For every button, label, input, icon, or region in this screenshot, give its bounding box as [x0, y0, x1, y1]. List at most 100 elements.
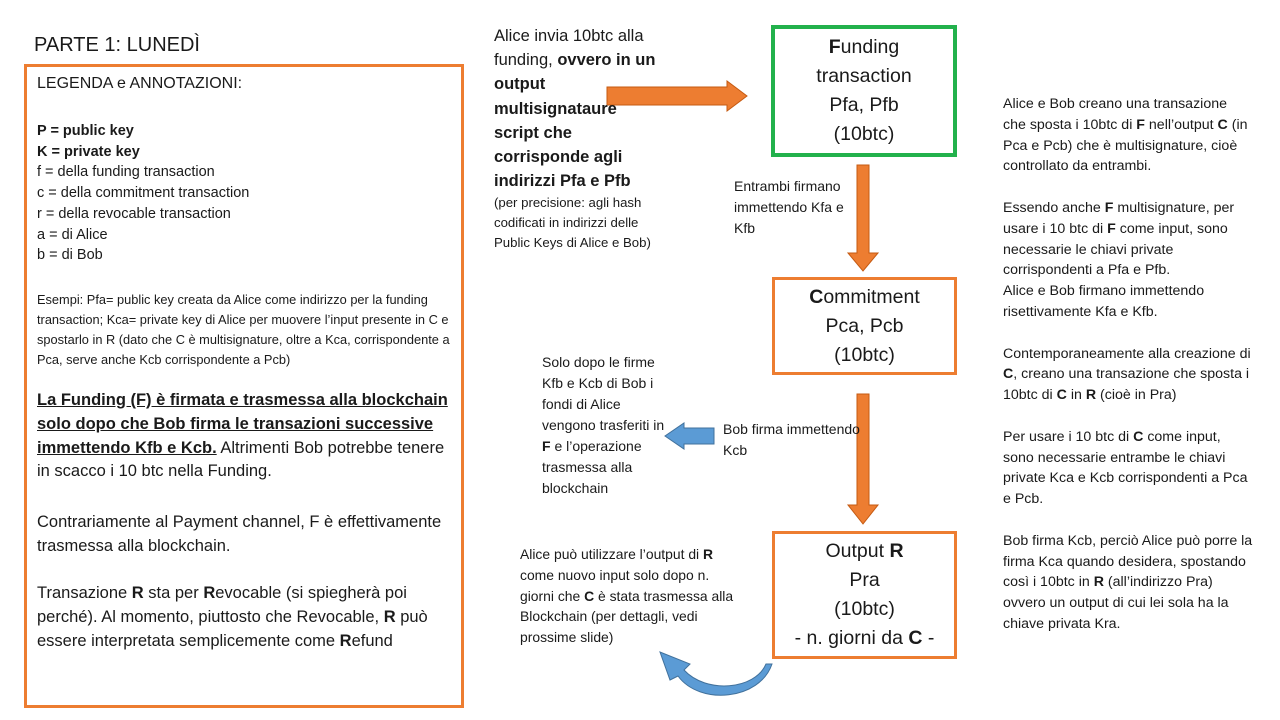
legend-line: r = della revocable transaction — [37, 205, 231, 222]
text-span: C — [1056, 387, 1067, 404]
text-span: - n. giorni da — [794, 627, 909, 649]
text-span: (in Pca e Pcb) che è multisignature, cio… — [1003, 116, 1248, 175]
text-span: Solo dopo le firme Kfb e Kcb di Bob i fo… — [542, 354, 665, 433]
arrow-alice-to-funding — [606, 80, 748, 112]
text-span: R — [203, 584, 216, 602]
right-para: Per usare i 10 btc di C come input, sono… — [1003, 427, 1253, 510]
right-para: Alice e Bob creano una transazione che s… — [1003, 94, 1253, 177]
text-span: nell’output — [1144, 116, 1218, 133]
text-span: Output — [825, 540, 890, 562]
text-span: Contemporaneamente alla creazione di — [1003, 345, 1251, 362]
legend-heading: LEGENDA e ANNOTAZIONI: — [37, 75, 243, 92]
text-span: R — [703, 546, 714, 562]
text-span: F — [828, 36, 841, 58]
text-span: Alice invia 10btc alla funding, — [494, 27, 644, 70]
legend-line: P = public key — [37, 123, 134, 139]
text-span: Alice può utilizzare l’output di — [520, 546, 703, 562]
text-span: C — [809, 285, 824, 308]
text-span: C — [1133, 428, 1144, 445]
legend-revocable-note: Transazione R sta per Revocable (si spie… — [37, 582, 453, 653]
node-line: (10btc) — [834, 598, 895, 620]
text-span: Per usare i 10 btc di — [1003, 428, 1134, 445]
legend-line: a = di Alice — [37, 226, 108, 243]
legend-funding-note: La Funding (F) è firmata e trasmessa all… — [37, 389, 453, 484]
node-line: transaction — [816, 65, 912, 87]
text-span: C — [908, 627, 923, 649]
output-r-node: Output R Pra (10btc) - n. giorni da C - — [772, 531, 957, 659]
text-span: è stata trasmessa alla Blockchain (per d… — [520, 587, 734, 646]
alice-sends-annotation: Alice invia 10btc alla funding, ovvero i… — [494, 24, 664, 253]
right-para: Contemporaneamente alla creazione di C, … — [1003, 344, 1253, 406]
text-span: R — [131, 584, 144, 602]
legend-line: K = private key — [37, 143, 140, 160]
text-span: può essere interpretata semplicemente co… — [37, 607, 428, 650]
text-span: (cioè in Pra) — [1096, 387, 1177, 404]
funding-note-rest: Altrimenti Bob potrebbe tenere in scacco… — [37, 438, 445, 481]
text-span: F — [1104, 199, 1114, 216]
node-line: (10btc) — [833, 123, 895, 145]
page-title: PARTE 1: LUNEDÌ — [34, 34, 200, 56]
text-span: multisignature, per usare i 10 btc di — [1003, 199, 1235, 237]
right-para: Alice e Bob firmano immettendo risettiva… — [1003, 283, 1205, 320]
text-span: come nuovo input solo dopo n. giorni che — [520, 566, 710, 604]
arrow-funding-to-commitment — [846, 164, 880, 272]
text-span: come input, sono necessarie le chiavi pr… — [1003, 220, 1228, 279]
text-span: e l’operazione trasmessa alla blockchain — [542, 438, 642, 496]
node-line: Output R — [825, 537, 903, 566]
text-span: ovvero in un output multisignataure scri… — [494, 51, 656, 191]
right-para: Essendo anche F multisignature, per usar… — [1003, 198, 1253, 281]
bob-signs-annotation: Bob firma immettendo Kcb — [723, 421, 860, 458]
node-line: Pca, Pcb — [825, 314, 904, 337]
text-span: (all’indirizzo Pra) ovvero un output di … — [1003, 574, 1229, 632]
text-span: C — [1217, 116, 1228, 133]
legend-line: c = della commitment transaction — [37, 185, 250, 202]
text-span: F — [542, 438, 551, 454]
text-span: in — [1066, 387, 1086, 404]
right-para: Bob firma Kcb, perciò Alice può porre la… — [1003, 531, 1253, 635]
text-span: , creano una transazione che sposta i 10… — [1003, 366, 1250, 404]
text-span: evocable (si spiegherà poi perché). Al m… — [37, 584, 407, 626]
legend-line: b = di Bob — [37, 247, 103, 264]
node-line: (10btc) — [834, 343, 895, 366]
legend-lines: P = public key K = private key f = della… — [37, 121, 453, 266]
arrow-bob-to-solo-dopo — [664, 422, 715, 450]
text-span: unding — [840, 36, 900, 58]
node-line: Commitment — [809, 283, 920, 312]
node-line: Funding — [829, 33, 899, 62]
text-span: efund — [351, 631, 393, 650]
text-span: - — [922, 627, 935, 649]
text-span: Bob firma Kcb, perciò Alice può porre la… — [1003, 532, 1253, 591]
both-sign-annotation: Entrambi firmano immettendo Kfa e Kfb — [734, 178, 844, 236]
only-after-annotation: Solo dopo le firme Kfb e Kcb di Bob i fo… — [542, 352, 672, 499]
text-span: R — [339, 631, 352, 650]
alice-can-use-annotation: Alice può utilizzare l’output di R come … — [520, 544, 740, 648]
text-span: (per precisione: agli hash codificati in… — [494, 195, 651, 251]
text-span: F — [1136, 116, 1145, 133]
text-span: Transazione — [37, 584, 132, 602]
text-span: C — [584, 587, 595, 604]
funding-transaction-node: Funding transaction Pfa, Pfb (10btc) — [771, 25, 957, 157]
text-span: Alice e Bob creano una transazione che s… — [1003, 96, 1227, 133]
commitment-node: Commitment Pca, Pcb (10btc) — [772, 277, 957, 375]
legend-example: Esempi: Pfa= public key creata da Alice … — [37, 292, 450, 367]
right-explanation-panel: Alice e Bob creano una transazione che s… — [1003, 94, 1253, 635]
text-span: R — [1085, 387, 1097, 404]
text-span: come input, sono necessarie entrambe le … — [1003, 428, 1248, 508]
node-line: Pfa, Pfb — [829, 94, 899, 116]
arrow-curved-output-to-alice — [659, 651, 773, 696]
legend-line: f = della funding transaction — [37, 164, 215, 181]
text-span: F — [1107, 220, 1116, 237]
node-line: Pra — [849, 569, 880, 591]
text-span: Essendo anche — [1003, 199, 1105, 216]
text-span: R — [383, 607, 396, 626]
legend-box: LEGENDA e ANNOTAZIONI: P = public key K … — [24, 64, 464, 708]
text-span: R — [889, 540, 904, 562]
text-span: ommitment — [823, 285, 920, 308]
text-span: C — [1003, 366, 1014, 383]
text-span: sta per — [143, 584, 204, 602]
funding-note-bold: La Funding (F) è firmata e trasmessa all… — [37, 391, 448, 457]
text-span: R — [1093, 574, 1104, 591]
arrow-commitment-to-output — [846, 393, 880, 525]
legend-payment-channel-note: Contrariamente al Payment channel, F è e… — [37, 513, 442, 555]
